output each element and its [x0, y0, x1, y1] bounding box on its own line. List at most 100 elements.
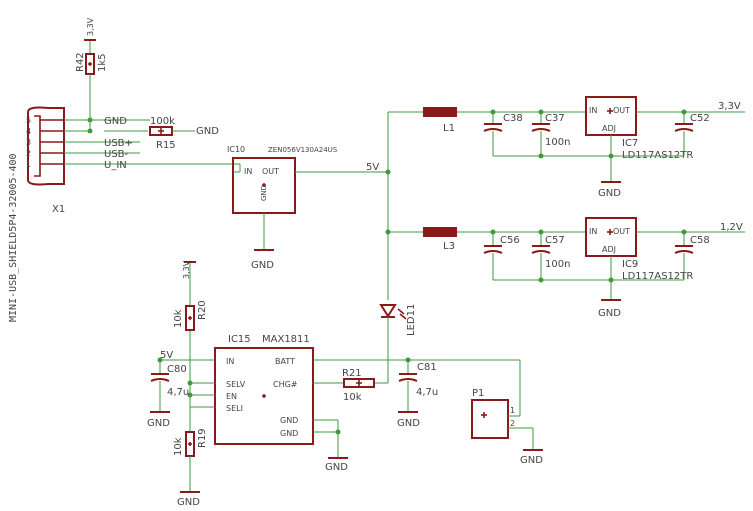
ic9-part: LD117AS12TR	[622, 271, 693, 282]
usb-pin-5: 5	[26, 116, 31, 125]
net-1v2: 1,2V	[720, 222, 743, 233]
ic15-pin-seli: SELI	[226, 404, 243, 413]
c81-value: 4,7u	[416, 387, 438, 398]
ic10-pin-out: OUT	[262, 167, 279, 176]
ic7-regulator: IN OUT ADJ IC7 LD117AS12TR	[585, 96, 693, 161]
usb-connector-x1: 5 4 3 2 1 X1 MINI-USB_SHIELD5P4-32005-40…	[8, 106, 65, 322]
net-gnd-usb: GND	[104, 116, 127, 127]
net-usb-minus: USB-	[104, 149, 129, 160]
r42-supply: 3,3V	[86, 17, 95, 36]
r15-value: 100k	[150, 116, 175, 127]
c80-value: 4,7u	[167, 387, 189, 398]
ic7-pin-in: IN	[589, 106, 597, 115]
ic10-pin-in: IN	[244, 167, 252, 176]
c57-ref: C57	[545, 235, 565, 246]
r19-ref: R19	[197, 428, 208, 448]
ic7-gnd: GND	[598, 188, 621, 199]
c80-supply: 5V	[160, 350, 173, 361]
r19-gnd: GND	[177, 497, 200, 508]
ic15-gnd: GND	[325, 462, 348, 473]
ic15-ref: IC15	[228, 334, 251, 345]
ic15-pin-batt: BATT	[275, 357, 295, 366]
p1-pin-1: 1	[510, 406, 515, 415]
led11-ref: LED11	[406, 304, 417, 336]
c37-ref: C37	[545, 113, 565, 124]
l3-ref: L3	[443, 241, 455, 252]
ic15-pin-selv: SELV	[226, 380, 246, 389]
capacitor-c52: C52	[674, 112, 710, 156]
resistor-r21: R21 10k	[342, 368, 375, 403]
ic10-part: ZEN056V130A24US	[268, 146, 338, 154]
net-usb-plus: USB+	[104, 138, 133, 149]
usb-part-name: MINI-USB_SHIELD5P4-32005-400	[8, 153, 19, 322]
ic15-pin-in: IN	[226, 357, 234, 366]
ic7-ref: IC7	[622, 138, 638, 149]
r42-ref: R42	[75, 52, 86, 72]
ic9-ref: IC9	[622, 259, 638, 270]
usb-pin-4: 4	[26, 127, 31, 136]
capacitor-c38: C38	[483, 112, 523, 156]
capacitor-c37: C37 100n	[531, 112, 570, 156]
c38-ref: C38	[503, 113, 523, 124]
c80-ref: C80	[167, 364, 187, 375]
ic15-pin-gnd1: GND	[280, 416, 298, 425]
usb-ref: X1	[52, 204, 65, 215]
c81-gnd: GND	[397, 418, 420, 429]
usb-pin-3: 3	[26, 138, 31, 147]
ic15-pin-chg: CHG#	[273, 380, 298, 389]
resistor-r19: GND 10k R19	[173, 428, 208, 508]
resistor-r42: 3,3V R42 1k5	[75, 17, 108, 123]
ic9-gnd: GND	[598, 308, 621, 319]
inductor-l3	[423, 227, 457, 237]
p1-pin-2: 2	[510, 419, 515, 428]
ic9-regulator: IN OUT ADJ IC9 LD117AS12TR	[585, 217, 693, 282]
net-u-in: U_IN	[104, 160, 127, 171]
net-5v-label: 5V	[366, 162, 379, 173]
r19-value: 10k	[173, 437, 184, 456]
capacitor-c80: 5V C80 4,7u GND	[147, 350, 189, 429]
usb-connector-outline	[27, 106, 65, 186]
ic10-pin-gnd: GND	[260, 185, 268, 201]
ic9-pin-adj: ADJ	[602, 245, 616, 254]
c58-ref: C58	[690, 235, 710, 246]
led-led11: LED11	[379, 304, 417, 336]
r20-supply: 3,3V	[182, 260, 191, 279]
c56-ref: C56	[500, 235, 520, 246]
net-3v3: 3,3V	[718, 101, 741, 112]
usb-pin-1: 1	[26, 160, 31, 169]
resistor-r20: 3,3V 10k R20	[173, 260, 208, 331]
ic10-regulator: IC10 ZEN056V130A24US IN OUT GND GND	[227, 145, 338, 271]
capacitor-c58: C58	[674, 232, 710, 280]
p1-ref: P1	[472, 388, 484, 399]
usb-pin-2: 2	[26, 149, 31, 158]
ic15-part: MAX1811	[262, 334, 310, 345]
connector-p1: P1 1 2 GND	[471, 360, 543, 466]
ic9-pin-out: OUT	[613, 227, 630, 236]
c57-value: 100n	[545, 259, 570, 270]
r15-ref: R15	[156, 140, 176, 151]
r21-value: 10k	[343, 392, 362, 403]
c52-ref: C52	[690, 113, 710, 124]
ic10-ref: IC10	[227, 145, 245, 154]
usb-connector-inner	[34, 115, 41, 177]
r42-value: 1k5	[97, 53, 108, 72]
c37-value: 100n	[545, 137, 570, 148]
ic7-pin-out: OUT	[613, 106, 630, 115]
ic15-pin-gnd2: GND	[280, 429, 298, 438]
ic15-charger: IC15 MAX1811 IN SELV EN SELI BATT CHG# G…	[214, 334, 314, 445]
r15-net: GND	[196, 126, 219, 137]
r21-ref: R21	[342, 368, 362, 379]
capacitor-c56: C56	[483, 232, 520, 280]
ic10-gnd: GND	[251, 260, 274, 271]
capacitor-c57: C57 100n	[531, 232, 570, 280]
c80-gnd: GND	[147, 418, 170, 429]
p1-gnd: GND	[520, 455, 543, 466]
inductor-l1	[423, 107, 457, 117]
c81-ref: C81	[417, 362, 437, 373]
r20-ref: R20	[197, 300, 208, 320]
capacitor-c81: C81 4,7u GND	[397, 360, 438, 429]
ic9-pin-in: IN	[589, 227, 597, 236]
l1-ref: L1	[443, 123, 455, 134]
ic7-pin-adj: ADJ	[602, 124, 616, 133]
